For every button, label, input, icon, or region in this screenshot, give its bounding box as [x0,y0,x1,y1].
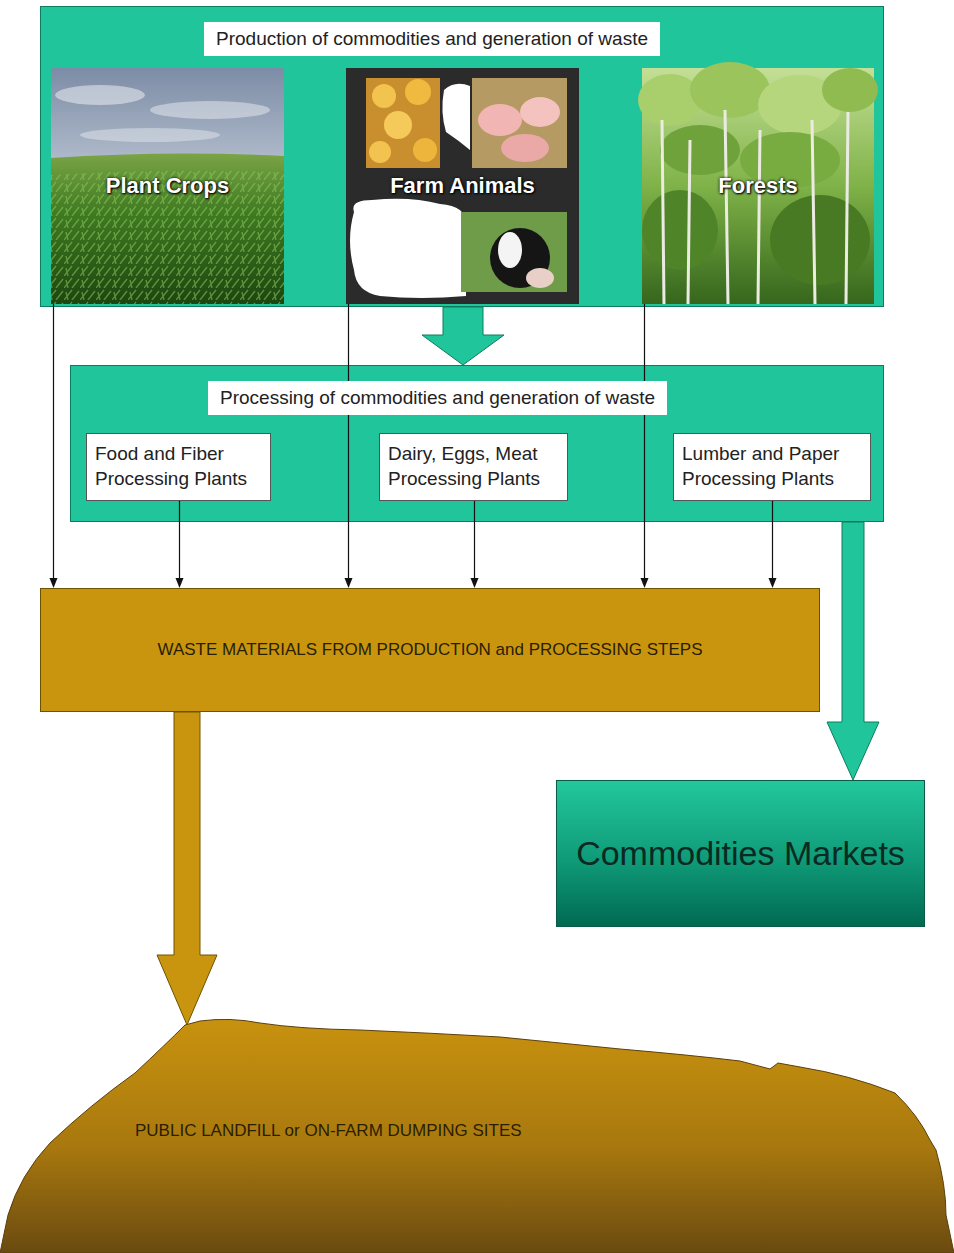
flow-arrow [471,501,479,588]
panel-title: Processing of commodities and generation… [208,381,667,415]
flow-arrow [50,304,58,588]
landfill-mound [0,1019,954,1253]
flow-line [772,501,773,578]
pig [501,134,549,162]
small-node: Lumber and Paper Processing Plants [673,433,871,501]
process-box-text: Food and Fiber Processing Plants [95,442,262,491]
small-node: Dairy, Eggs, Meat Processing Plants [379,433,568,501]
photo-caption: Plant Crops [106,173,229,198]
cow-head [490,228,550,288]
undergrowth [770,195,870,285]
photo-node: Plant Crops [51,68,284,304]
waste-node: WASTE MATERIALS FROM PRODUCTION and PROC… [40,588,820,712]
cow-photo [461,212,567,292]
photo-caption-holder: Farm Animals [346,173,579,199]
crop-field [51,153,284,304]
trunk [812,120,815,304]
landfill-node: PUBLIC LANDFILL or ON-FARM DUMPING SITES [0,1015,954,1253]
block-arrow [422,307,504,365]
pig [478,104,522,136]
trunk [662,120,664,304]
sky [51,68,284,304]
flow-arrow [345,304,353,588]
tree-trunks [662,110,848,304]
block-arrow-shape [157,712,217,1025]
chick-photo [366,78,440,168]
forest-photo [642,68,874,304]
flow-line [348,304,349,578]
cloud [80,128,220,142]
arrowhead [345,578,353,588]
chick [372,84,396,108]
photo-node: Farm Animals [346,68,579,304]
arrowhead [471,578,479,588]
small-node: Food and Fiber Processing Plants [86,433,271,501]
process-box-text: Dairy, Eggs, Meat Processing Plants [388,442,559,491]
arrowhead [176,578,184,588]
market-node: Commodities Markets [556,780,925,927]
block-arrow [157,712,217,1025]
tree-crown [740,132,840,188]
chick [369,141,391,163]
trunk [758,130,760,304]
panel-node: Processing of commodities and generation… [70,365,884,522]
waste-text: WASTE MATERIALS FROM PRODUCTION and PROC… [157,640,702,660]
tree-crown [758,75,842,135]
white-blob [350,199,466,298]
photo-node: Forests [642,68,874,304]
cow-patch [498,232,522,268]
panel-node: Production of commodities and generation… [40,6,884,307]
crop-leaves [51,171,284,304]
flow-line [644,304,645,578]
panel-title: Production of commodities and generation… [204,22,660,56]
pig [520,97,560,127]
block-arrow-shape [827,522,879,780]
trunk [688,140,690,304]
photo-caption: Farm Animals [390,173,535,198]
flow-line [53,304,54,578]
undergrowth [642,190,718,270]
tree-crown [822,68,878,112]
photo-caption-holder: Forests [642,173,874,199]
block-arrow [827,522,879,780]
photo-caption: Forests [718,173,797,198]
title-holder: Production of commodities and generation… [204,22,660,56]
title-holder: Processing of commodities and generation… [208,381,667,415]
arrowhead [50,578,58,588]
pig-photo [472,78,567,168]
process-box-text: Lumber and Paper Processing Plants [682,442,862,491]
chick [405,79,431,105]
cow-muzzle [526,268,554,288]
trunk [725,110,728,304]
arrowhead [641,578,649,588]
block-arrow-shape [422,307,504,365]
cloud [150,101,270,119]
white-blob [442,84,470,150]
flow-line [474,501,475,578]
chick [384,111,412,139]
flow-arrow [769,501,777,588]
arrowhead [769,578,777,588]
tree-crown [690,62,770,118]
trunk [846,112,848,304]
flow-arrow [176,501,184,588]
market-text: Commodities Markets [576,834,905,873]
cloud [55,85,145,105]
landfill-text: PUBLIC LANDFILL or ON-FARM DUMPING SITES [135,1121,522,1141]
tree-crown [638,74,702,126]
chick [413,138,437,162]
photo-caption-holder: Plant Crops [51,173,284,199]
tree-crown [660,125,740,175]
flow-line [179,501,180,578]
animal-panel [346,68,579,304]
flow-arrow [641,304,649,588]
